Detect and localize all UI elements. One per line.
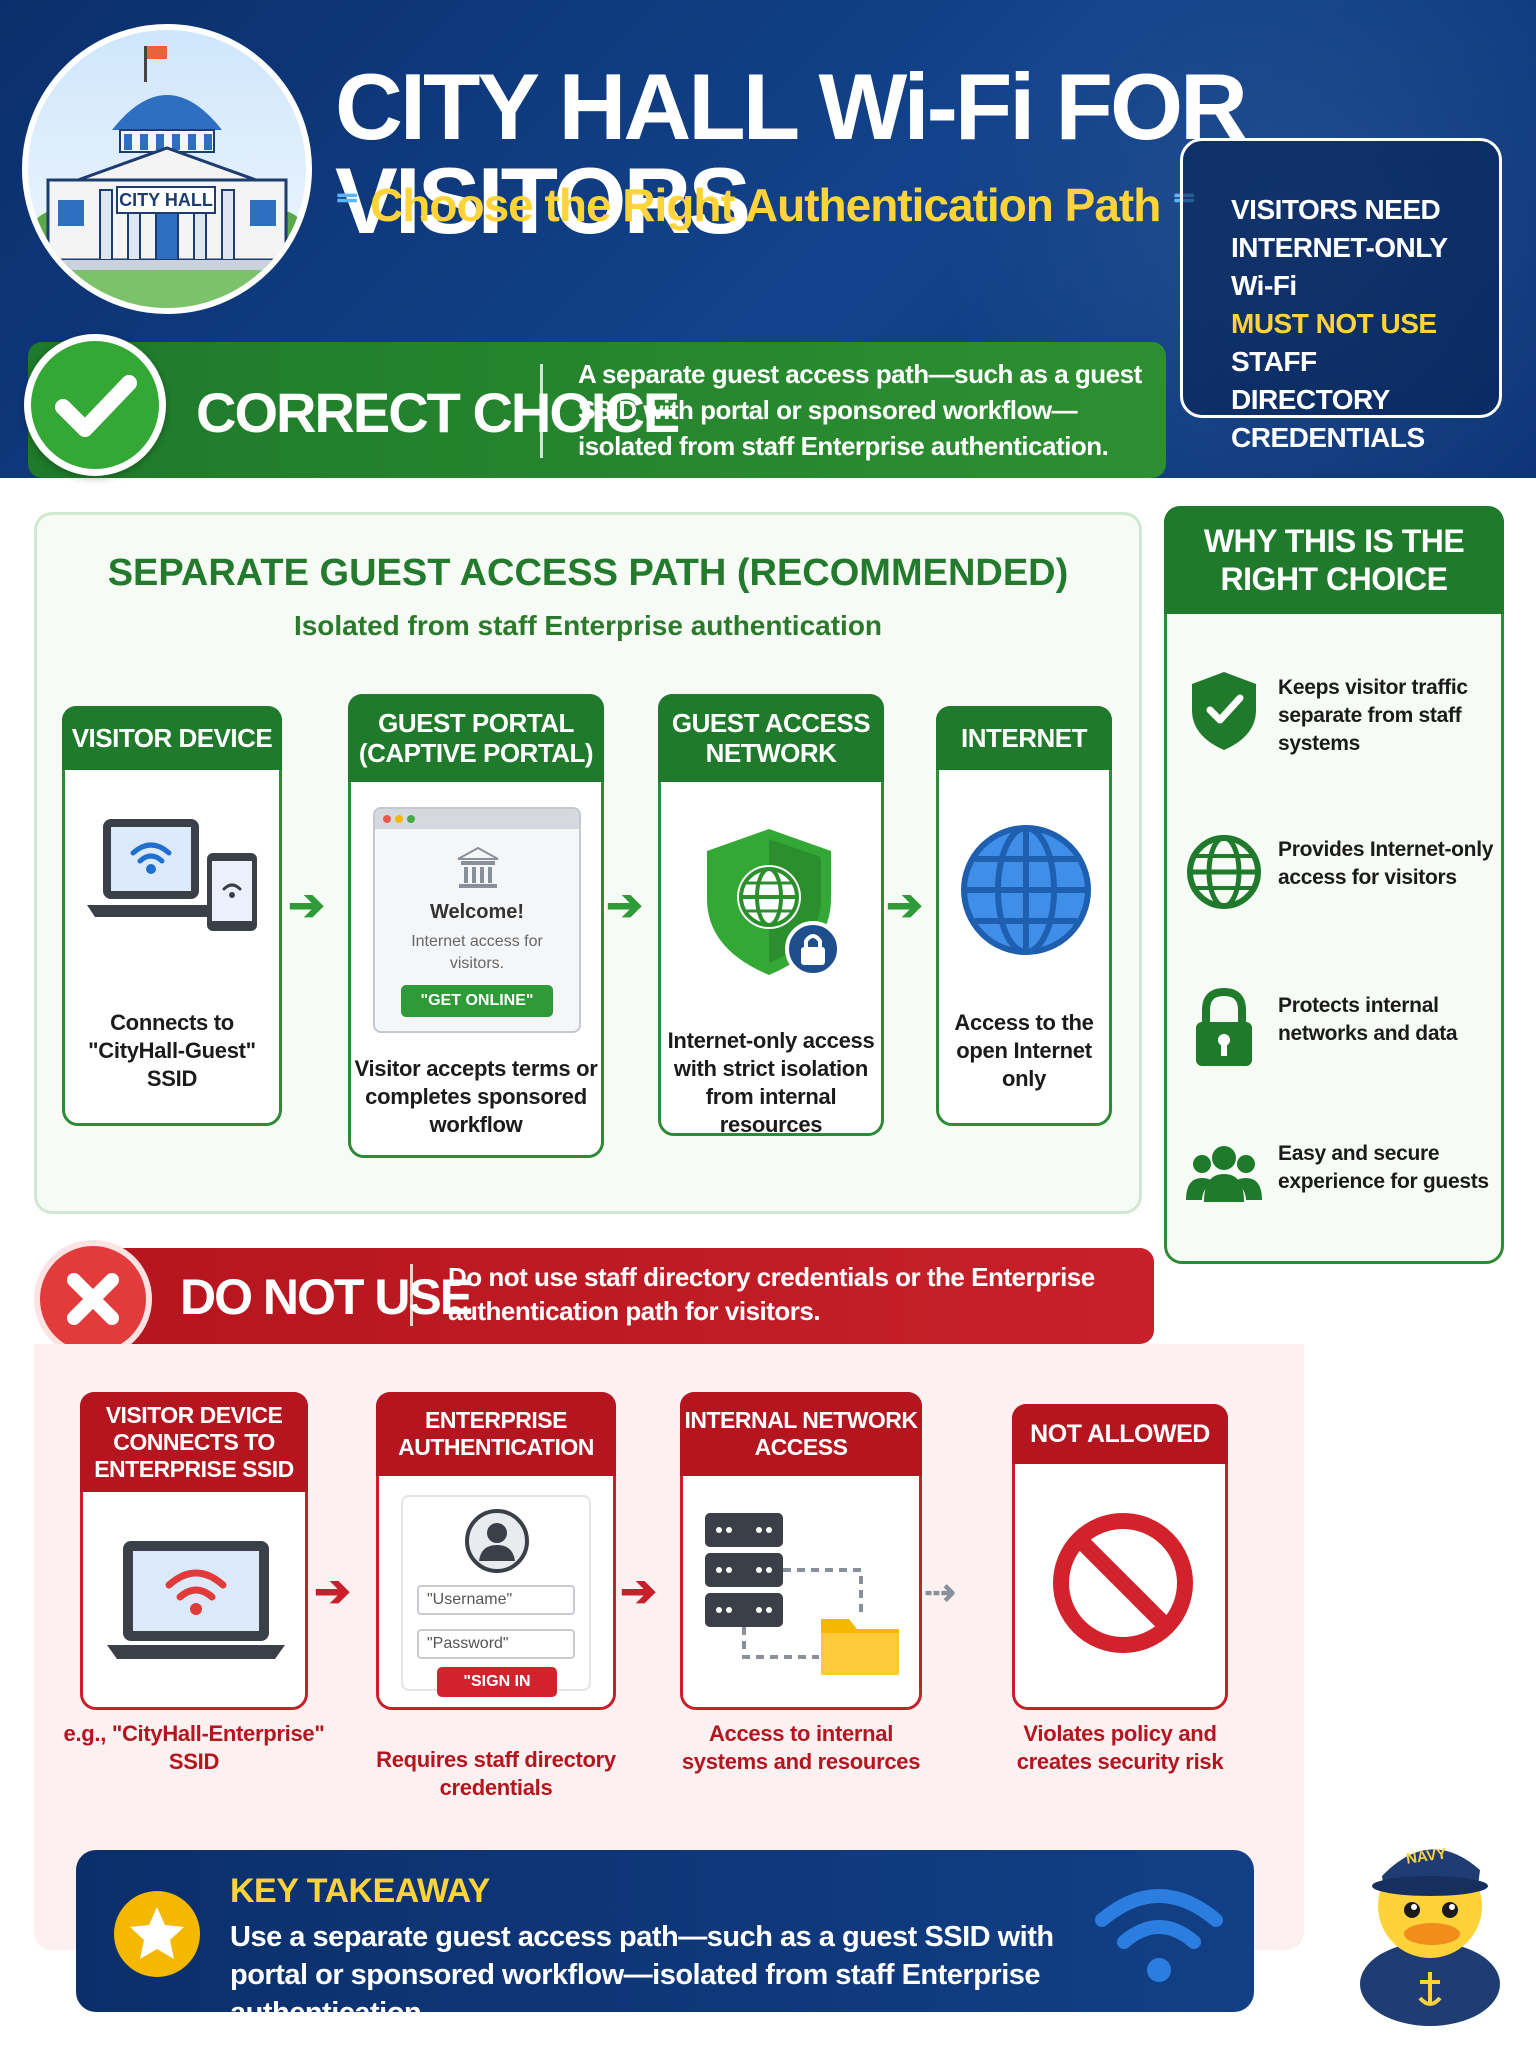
city-hall-building-icon	[28, 46, 306, 308]
step-title: VISITOR DEVICE	[62, 706, 282, 770]
key-takeaway-box	[76, 1850, 1254, 2012]
prohibited-icon	[1053, 1513, 1193, 1653]
key-takeaway-text: Use a separate guest access path—such as…	[230, 1921, 1054, 2029]
note-line-2: INTERNET-ONLY Wi-Fi	[1231, 232, 1447, 301]
globe-icon	[961, 825, 1091, 955]
wifi-icon	[1095, 1889, 1223, 1982]
correct-choice-banner	[28, 342, 1166, 478]
step-caption: Connects to "CityHall-Guest" SSID	[88, 1010, 256, 1091]
correct-choice-text: A separate guest access path—such as a g…	[578, 359, 1142, 461]
step-internal-network-access: INTERNAL NETWORK ACCESS	[680, 1392, 922, 1710]
arrow-right-icon: ➔	[606, 881, 643, 930]
building-icon	[457, 846, 499, 888]
note-line-3: MUST NOT USE	[1231, 308, 1437, 339]
star-icon	[114, 1891, 200, 1977]
step-title: VISITOR DEVICE CONNECTS TO ENTERPRISE SS…	[80, 1392, 308, 1492]
recommended-path-subtitle: Isolated from staff Enterprise authentic…	[293, 610, 883, 641]
step-caption: Requires staff directory credentials	[376, 1747, 616, 1800]
note-line-4: STAFF DIRECTORY	[1231, 346, 1390, 415]
shield-globe-lock-icon	[707, 829, 841, 977]
do-not-use-banner	[78, 1248, 1154, 1344]
duck-mascot-icon	[1360, 1849, 1500, 2026]
step-caption: Visitor accepts terms or completes spons…	[354, 1056, 598, 1137]
laptop-wifi-icon	[107, 1541, 285, 1659]
dash-decoration-left: ⁼	[335, 179, 371, 231]
step-title: GUEST PORTAL (CAPTIVE PORTAL)	[348, 694, 604, 782]
x-mark-icon	[34, 1240, 152, 1358]
portal-welcome: Welcome!	[429, 901, 525, 923]
step-enterprise-authentication: ENTERPRISE AUTHENTICATION "Username" "Pa…	[376, 1392, 616, 1710]
do-not-use-text: Do not use staff directory credentials o…	[448, 1262, 1095, 1326]
arrow-right-icon: ➔	[620, 1567, 657, 1616]
step-guest-portal: GUEST PORTAL (CAPTIVE PORTAL) Welcome! I…	[348, 694, 604, 1158]
step-visitor-device: VISITOR DEVICE Connects to "CityHall-Gue…	[62, 706, 282, 1126]
step-title: NOT ALLOWED	[1012, 1404, 1228, 1464]
subtitle-text: Choose the Right Authentication Path	[370, 179, 1161, 231]
padlock-icon	[1196, 987, 1252, 1066]
arrow-right-icon: ➔	[886, 881, 923, 930]
step-title: GUEST ACCESS NETWORK	[658, 694, 884, 782]
city-hall-emblem: CITY HALL	[22, 24, 312, 314]
dashed-arrow-icon: ⇢	[924, 1572, 956, 1614]
note-line-5: CREDENTIALS	[1231, 422, 1425, 453]
step-not-allowed: NOT ALLOWED	[1012, 1404, 1228, 1710]
recommended-path-title: SEPARATE GUEST ACCESS PATH (RECOMMENDED)	[107, 552, 1069, 594]
step-caption: Violates policy and creates security ris…	[1016, 1721, 1224, 1774]
arrow-right-icon: ➔	[288, 881, 325, 930]
step-internet: INTERNET Access to the open Internet onl…	[936, 706, 1112, 1126]
step-visitor-enterprise-ssid: VISITOR DEVICE CONNECTS TO ENTERPRISE SS…	[80, 1392, 308, 1710]
password-field[interactable]: "Password"	[417, 1629, 575, 1659]
step-title: ENTERPRISE AUTHENTICATION	[376, 1392, 616, 1476]
step-caption: Internet-only access with strict isolati…	[667, 1028, 875, 1137]
laptop-phone-wifi-icon	[87, 819, 257, 931]
why-item-easy-secure: Easy and secure experience for guests	[1184, 1134, 1494, 1234]
step-title: INTERNAL NETWORK ACCESS	[680, 1392, 922, 1476]
note-line-1: VISITORS NEED	[1231, 194, 1441, 225]
step-caption: Access to internal systems and resources	[681, 1721, 921, 1774]
do-not-use-title: DO NOT USE	[180, 1269, 473, 1325]
login-form: "Username" "Password" "SIGN IN	[401, 1495, 591, 1697]
user-avatar-icon	[465, 1509, 529, 1573]
why-item-protects: Protects internal networks and data	[1184, 986, 1494, 1086]
why-item-text: Protects internal networks and data	[1278, 994, 1458, 1045]
portal-text: Internet access for visitors.	[411, 933, 543, 972]
why-item-text: Keeps visitor traffic separate from staf…	[1278, 676, 1468, 755]
get-online-button[interactable]: "GET ONLINE"	[401, 985, 553, 1017]
step-guest-access-network: GUEST ACCESS NETWORK Internet-only acces…	[658, 694, 884, 1137]
divider	[540, 364, 543, 458]
window-titlebar	[375, 809, 579, 829]
why-right-choice-panel	[1164, 506, 1504, 1264]
shield-check-icon	[1192, 672, 1256, 750]
page-subtitle: ⁼ Choose the Right Authentication Path ⁼	[335, 180, 1235, 231]
visitor-requirement-note: VISITORS NEED INTERNET-ONLY Wi-Fi MUST N…	[1180, 138, 1502, 453]
why-item-text: Provides Internet-only access for visito…	[1278, 838, 1494, 889]
correct-choice-title: CORRECT CHOICE	[196, 381, 680, 444]
checkmark-icon	[24, 334, 166, 476]
duck-mascot: NAVY	[1338, 1806, 1518, 2026]
divider	[410, 1264, 413, 1326]
key-takeaway-title: KEY TAKEAWAY	[230, 1872, 490, 1910]
step-caption: e.g., "CityHall-Enterprise" SSID	[63, 1721, 325, 1774]
sign-in-button[interactable]: "SIGN IN	[437, 1667, 557, 1697]
why-item-internet-only: Provides Internet-only access for visito…	[1184, 830, 1494, 930]
city-hall-sign: CITY HALL	[116, 186, 216, 214]
step-caption: Access to the open Internet only	[954, 1010, 1094, 1091]
why-item-separation: Keeps visitor traffic separate from staf…	[1184, 668, 1494, 768]
why-item-text: Easy and secure experience for guests	[1278, 1142, 1489, 1193]
group-icon	[1186, 1146, 1262, 1202]
servers-folder-icon	[705, 1513, 899, 1675]
why-panel-title: WHY THIS IS THE RIGHT CHOICE	[1164, 506, 1504, 614]
page-title: CITY HALL Wi-Fi FOR VISITORS	[335, 54, 1248, 253]
step-title: INTERNET	[936, 706, 1112, 770]
username-field[interactable]: "Username"	[417, 1585, 575, 1615]
captive-portal-window: Welcome! Internet access for visitors. "…	[373, 807, 581, 1033]
globe-icon	[1187, 835, 1261, 909]
arrow-right-icon: ➔	[314, 1567, 351, 1616]
